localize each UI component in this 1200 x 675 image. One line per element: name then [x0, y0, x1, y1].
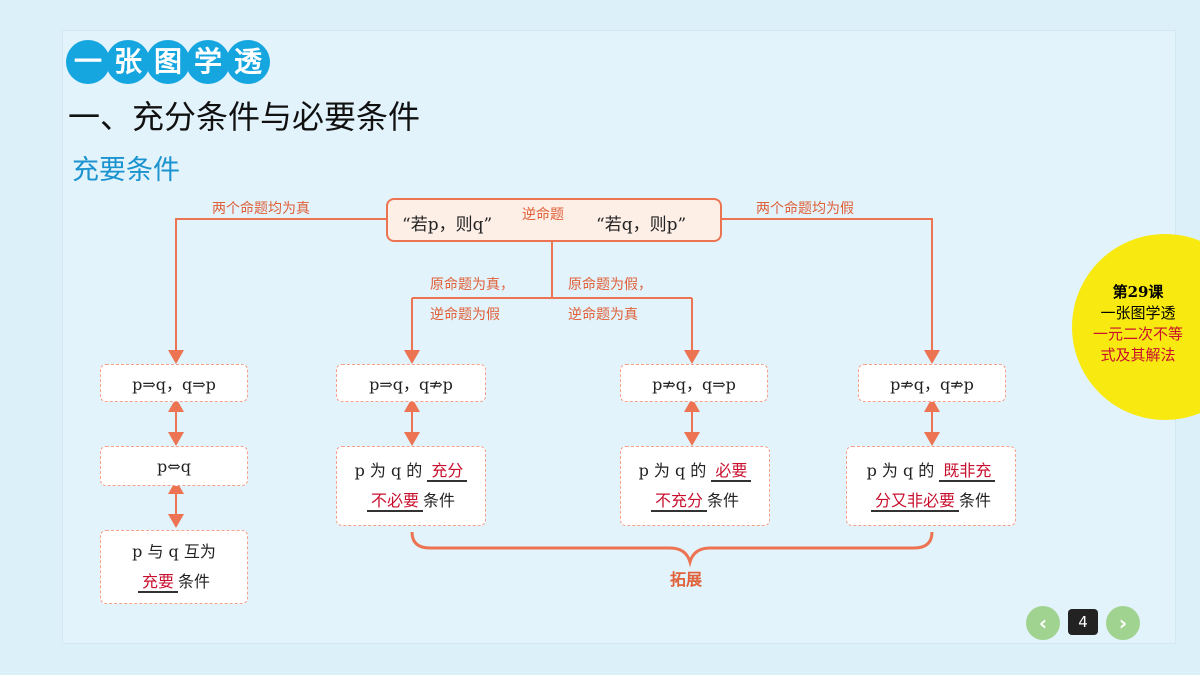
equivalence-box: p⇔q: [100, 446, 248, 486]
implication-text: p⇒q，q⇒p: [132, 375, 216, 394]
subtitle: 充要条件: [72, 155, 180, 186]
conclusion-answer: 充分: [427, 461, 468, 482]
lesson-topic: 一张图学透: [1100, 304, 1176, 322]
course-title-line2: 式及其解法: [1100, 346, 1176, 364]
conclusion-answer: 必要: [711, 461, 752, 482]
implication-text: p⇏q，q⇏p: [890, 375, 974, 394]
equivalence-text: p⇔q: [157, 456, 191, 476]
badge-char: 学: [186, 40, 230, 84]
conclusion-suffix: 条件: [707, 491, 740, 510]
conclusion-answer: 不必要: [366, 491, 423, 512]
conclusion-prefix: p 为 q 的: [354, 461, 423, 480]
conclusion-answer: 充要: [137, 572, 178, 593]
proposition-box: “若p，则q” 逆命题 “若q，则p”: [386, 198, 722, 242]
both-true-label: 两个命题均为真: [212, 201, 310, 217]
conv-true-label: 逆命题为真: [568, 307, 638, 323]
lesson-tab-text[interactable]: 第29课 一张图学透 一元二次不等 式及其解法: [1080, 282, 1196, 366]
implication-text: p⇒q，q⇏p: [369, 375, 453, 394]
badge-char: 一: [66, 40, 110, 84]
badge-char: 透: [226, 40, 270, 84]
implication-text: p⇏q，q⇒p: [652, 375, 736, 394]
implication-box-both: p⇒q，q⇒p: [100, 364, 248, 402]
prev-page-button[interactable]: ‹: [1026, 606, 1060, 640]
implication-box-sufficient: p⇒q，q⇏p: [336, 364, 486, 402]
converse-label: 逆命题: [522, 207, 564, 223]
expand-label: 拓展: [670, 570, 703, 589]
conclusion-mutual: p 与 q 互为 充要条件: [100, 530, 248, 604]
conclusion-neither: p 为 q 的 既非充 分又非必要条件: [846, 446, 1016, 526]
implication-box-necessary: p⇏q，q⇒p: [620, 364, 768, 402]
title-badge: 一 张 图 学 透: [66, 40, 270, 84]
orig-false-label: 原命题为假，: [568, 277, 652, 293]
orig-true-label: 原命题为真，: [430, 277, 514, 293]
conclusion-answer: 既非充: [939, 461, 996, 482]
next-page-button[interactable]: ›: [1106, 606, 1140, 640]
implication-box-neither: p⇏q，q⇏p: [858, 364, 1006, 402]
conclusion-prefix: p 为 q 的: [638, 461, 707, 480]
conclusion-prefix: p 为 q 的: [866, 461, 935, 480]
badge-char: 张: [106, 40, 150, 84]
converse-proposition: “若q，则p”: [596, 215, 687, 235]
conclusion-answer: 不充分: [650, 491, 707, 512]
conclusion-sufficient: p 为 q 的 充分 不必要条件: [336, 446, 486, 526]
conclusion-suffix: 条件: [178, 572, 211, 591]
conclusion-prefix: p 与 q 互为: [132, 542, 216, 561]
conclusion-answer: 分又非必要: [870, 491, 959, 512]
conv-false-label: 逆命题为假: [430, 307, 500, 323]
conclusion-suffix: 条件: [423, 491, 456, 510]
conclusion-necessary: p 为 q 的 必要 不充分条件: [620, 446, 770, 526]
badge-char: 图: [146, 40, 190, 84]
course-title-line1: 一元二次不等: [1092, 325, 1183, 343]
conclusion-suffix: 条件: [959, 491, 992, 510]
lesson-number: 第29课: [1112, 283, 1164, 301]
both-false-label: 两个命题均为假: [756, 201, 854, 217]
original-proposition: “若p，则q”: [402, 215, 493, 235]
section-title: 一、充分条件与必要条件: [68, 98, 421, 136]
page-number: 4: [1068, 609, 1098, 635]
